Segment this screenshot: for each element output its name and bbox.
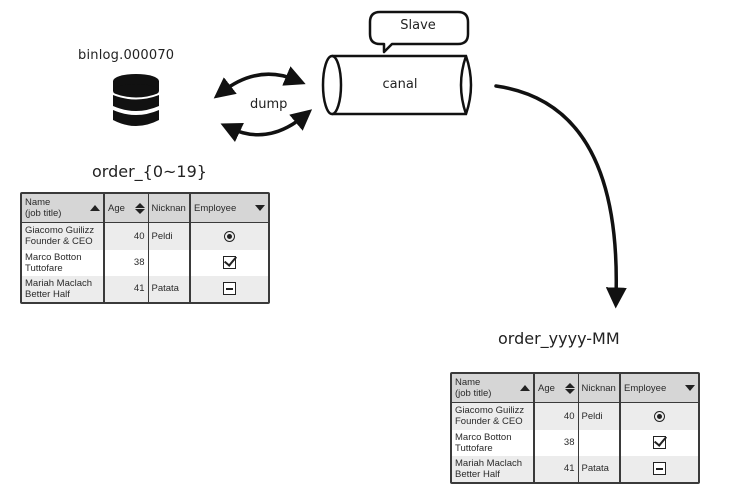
checkbox-checked-icon[interactable] (223, 256, 236, 270)
binlog-label: binlog.000070 (78, 48, 175, 63)
column-header-age[interactable]: Age (533, 374, 578, 404)
cell-employee (189, 222, 268, 250)
sort-descending-icon (685, 385, 695, 392)
cell-nickname: Peldi (577, 402, 620, 430)
slave-speech-bubble (368, 10, 470, 54)
checkbox-indeterminate-icon[interactable] (653, 462, 666, 476)
source-table: Name(job title) Age Nicknan Employee Gia… (20, 192, 270, 304)
dump-label: dump (250, 97, 288, 112)
cell-age: 40 (103, 222, 148, 250)
cell-nickname: Patata (577, 455, 620, 482)
database-icon (112, 74, 160, 126)
checkbox-indeterminate-icon[interactable] (223, 282, 236, 296)
radio-selected-icon[interactable] (224, 230, 235, 242)
sort-both-icon (564, 382, 575, 394)
column-header-employee[interactable]: Employee (619, 374, 698, 404)
cell-employee (619, 429, 698, 456)
target-table-title: order_yyyy-MM (498, 329, 620, 348)
dump-arrows (213, 66, 313, 142)
sort-ascending-icon (520, 385, 530, 392)
radio-selected-icon[interactable] (654, 410, 665, 422)
source-table-title: order_{0~19} (92, 162, 207, 181)
cell-employee (619, 455, 698, 482)
cell-nickname: Patata (147, 275, 190, 302)
cell-employee (189, 249, 268, 276)
column-header-nickname[interactable]: Nicknan (577, 374, 620, 404)
sort-ascending-icon (90, 205, 100, 212)
slave-label: Slave (400, 18, 436, 33)
cell-employee (619, 402, 698, 430)
sync-arrow (494, 84, 627, 309)
checkbox-checked-icon[interactable] (653, 436, 666, 450)
column-header-nickname[interactable]: Nicknan (147, 194, 190, 224)
canal-label: canal (382, 77, 418, 92)
cell-age: 41 (533, 455, 578, 482)
cell-employee (189, 275, 268, 302)
target-table: Name(job title) Age Nicknan Employee Gia… (450, 372, 700, 484)
cell-nickname (147, 249, 190, 276)
cell-age: 38 (533, 429, 578, 456)
sort-descending-icon (255, 205, 265, 212)
cell-age: 40 (533, 402, 578, 430)
cell-age: 41 (103, 275, 148, 302)
column-header-name[interactable]: Name(job title) (22, 194, 104, 224)
sort-both-icon (134, 202, 145, 214)
column-header-employee[interactable]: Employee (189, 194, 268, 224)
cell-age: 38 (103, 249, 148, 276)
cell-nickname (577, 429, 620, 456)
column-header-name[interactable]: Name(job title) (452, 374, 534, 404)
canal-pipe-icon (321, 54, 473, 116)
column-header-age[interactable]: Age (103, 194, 148, 224)
cell-nickname: Peldi (147, 222, 190, 250)
